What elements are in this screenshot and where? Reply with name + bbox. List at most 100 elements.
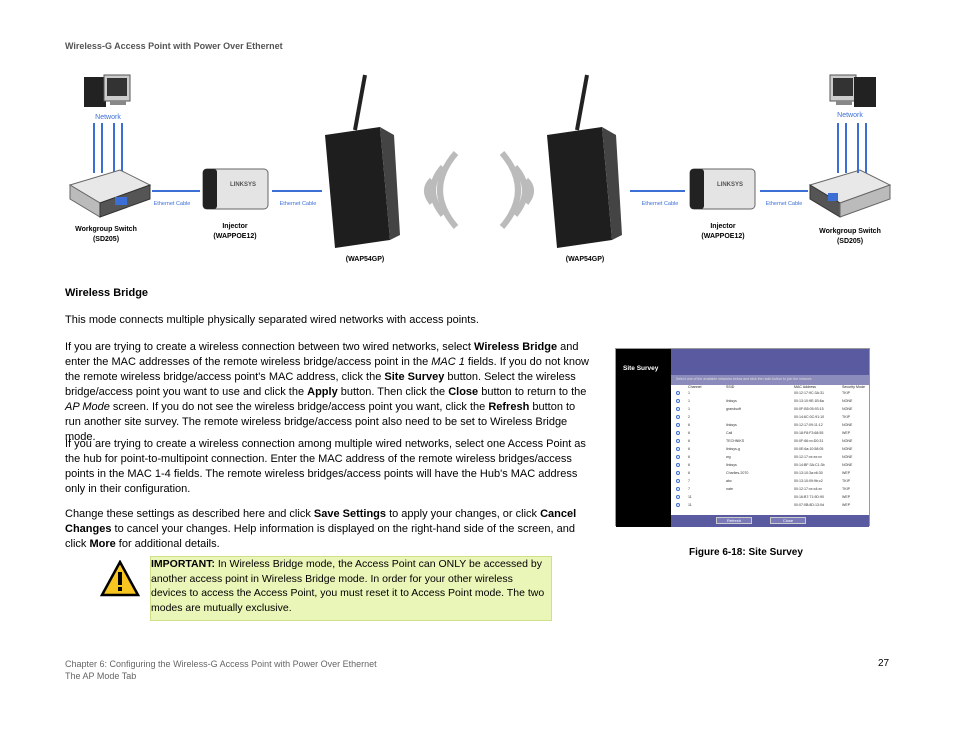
paragraph-two-networks: If you are trying to create a wireless c… — [65, 341, 590, 443]
table-cell: linksys-g — [726, 447, 740, 451]
table-cell: 00:13:10:3a:x6:30 — [794, 471, 823, 475]
footer-section: The AP Mode Tab — [65, 671, 137, 681]
running-header: Wireless-G Access Point with Power Over … — [65, 41, 283, 51]
table-cell: 6 — [688, 439, 690, 443]
network-radio-button[interactable] — [676, 407, 680, 411]
network-radio-button[interactable] — [676, 479, 680, 483]
network-radio-button[interactable] — [676, 471, 680, 475]
table-cell: 7 — [688, 487, 690, 491]
table-cell: 00:13:10:09:9b:c2 — [794, 479, 823, 483]
table-cell: 00:13:10:9E:1B:6a — [794, 399, 824, 403]
network-radio-button[interactable] — [676, 415, 680, 419]
switch-model-left: (SD205) — [93, 236, 119, 243]
switch-label-left: Workgroup Switch — [75, 226, 137, 233]
workgroup-switch-right-icon — [808, 169, 892, 218]
table-cell: nate — [726, 487, 733, 491]
injector-left-icon: LINKSYS — [202, 168, 269, 210]
network-radio-button[interactable] — [676, 391, 680, 395]
table-cell: 6 — [688, 423, 690, 427]
network-cables-left — [93, 123, 123, 173]
workgroup-switch-left-icon — [68, 169, 152, 218]
page-number: 27 — [878, 658, 890, 669]
footer: Chapter 6: Configuring the Wireless-G Ac… — [65, 658, 377, 682]
table-cell: 1 — [688, 407, 690, 411]
paragraph-save-settings: Change these settings as described here … — [65, 508, 577, 550]
injector-label-right: Injector — [710, 223, 736, 230]
table-cell: linksys — [726, 399, 737, 403]
table-cell: 11 — [688, 495, 692, 499]
table-header-cell: Channel — [688, 385, 702, 389]
network-radio-button[interactable] — [676, 463, 680, 467]
switch-model-right: (SD205) — [837, 238, 863, 245]
network-radio-button[interactable] — [676, 487, 680, 491]
table-cell: 00:0F:66:xx:D0:31 — [794, 439, 824, 443]
table-cell: 7 — [688, 479, 690, 483]
table-cell: wg — [726, 455, 731, 459]
access-point-left-icon — [325, 74, 400, 248]
table-cell: 00:18:F8:F3:68:55 — [794, 431, 824, 435]
table-cell: 6 — [688, 463, 690, 467]
table-cell: linksys — [726, 423, 737, 427]
table-cell: 6 — [688, 471, 690, 475]
table-cell: 6 — [688, 447, 690, 451]
site-survey-instruction: Select one of the available networks bel… — [676, 377, 813, 381]
table-cell: NONE — [842, 407, 853, 411]
table-cell: WEP — [842, 471, 851, 475]
network-radio-button[interactable] — [676, 423, 680, 427]
site-survey-screenshot: Site Survey Select one of the available … — [615, 348, 870, 527]
network-diagram: Network Workgroup Switch (SD205) Etherne… — [68, 74, 892, 263]
table-cell: 6 — [688, 431, 690, 435]
table-cell: 00:12:17:9C:3A:31 — [794, 391, 824, 395]
access-point-right-icon — [547, 74, 622, 248]
table-cell: TECHNIKS — [726, 439, 745, 443]
table-cell: grandsoft — [726, 407, 741, 411]
table-cell: TKIP — [842, 479, 850, 483]
table-cell: Call — [726, 431, 733, 435]
table-cell: NONE — [842, 439, 853, 443]
network-radio-button[interactable] — [676, 431, 680, 435]
injector-brand-right: LINKSYS — [717, 182, 743, 188]
table-header-cell: MAC Address — [794, 385, 816, 389]
figure-caption: Figure 6-18: Site Survey — [689, 547, 803, 558]
injector-brand-left: LINKSYS — [230, 182, 256, 188]
table-cell: Charlies-2070 — [726, 471, 749, 475]
table-cell: 1 — [688, 399, 690, 403]
cable-label-4: Ethernet Cable — [766, 201, 803, 207]
table-cell: TKIP — [842, 391, 850, 395]
injector-model-left: (WAPPOE12) — [213, 233, 256, 240]
ap-model-right: (WAP54GP) — [566, 256, 605, 263]
network-radio-button[interactable] — [676, 495, 680, 499]
table-cell: 00:0E:6a:10:58:05 — [794, 447, 824, 451]
table-cell: NONE — [842, 463, 853, 467]
network-computer-right-icon — [829, 74, 876, 107]
table-cell: NONE — [842, 455, 853, 459]
table-cell: NONE — [842, 447, 853, 451]
network-radio-button[interactable] — [676, 439, 680, 443]
table-cell: TKIP — [842, 487, 850, 491]
table-cell: 00:16:B7:71:9D:90 — [794, 495, 824, 499]
cable-label-3: Ethernet Cable — [642, 201, 679, 207]
table-cell: 00:14:6C:0C:91:10 — [794, 415, 825, 419]
network-radio-button[interactable] — [676, 455, 680, 459]
network-cables-right — [837, 123, 867, 173]
table-cell: WEP — [842, 431, 851, 435]
ap-model-left: (WAP54GP) — [346, 256, 385, 263]
wireless-signal-icon — [424, 151, 534, 229]
table-cell: abc — [726, 479, 732, 483]
table-cell: WEP — [842, 495, 851, 499]
table-cell: 6 — [688, 455, 690, 459]
table-cell: WEP — [842, 503, 851, 507]
network-radio-button[interactable] — [676, 399, 680, 403]
network-label-left: Network — [95, 114, 121, 121]
refresh-button[interactable]: Refresh — [716, 517, 752, 524]
table-cell: 00:12:17:xx:c4:xx — [794, 487, 822, 491]
paragraph-intro: This mode connects multiple physically s… — [65, 314, 479, 326]
table-cell: 00:0F:B5:05:93:15 — [794, 407, 824, 411]
table-cell: NONE — [842, 423, 853, 427]
network-radio-button[interactable] — [676, 447, 680, 451]
cable-label-2: Ethernet Cable — [280, 201, 317, 207]
network-radio-button[interactable] — [676, 503, 680, 507]
footer-chapter: Chapter 6: Configuring the Wireless-G Ac… — [65, 659, 377, 669]
table-cell: 1 — [688, 391, 690, 395]
close-button[interactable]: Close — [770, 517, 806, 524]
